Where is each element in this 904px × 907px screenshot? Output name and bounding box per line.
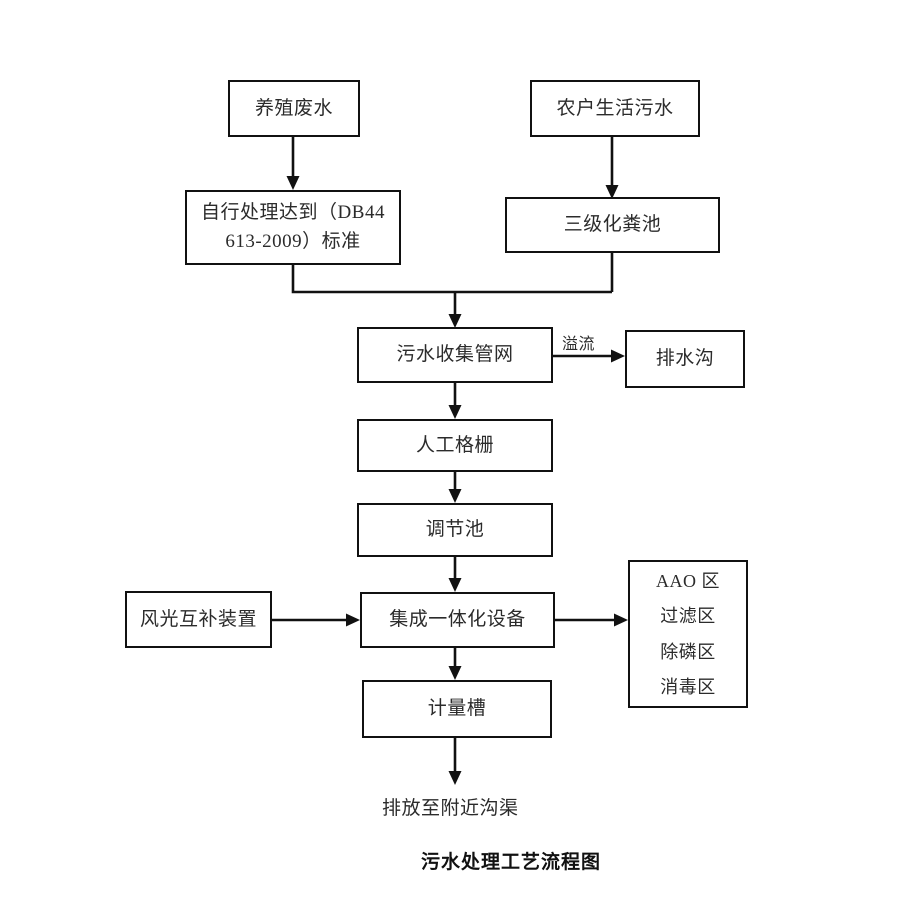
arrowhead-breeding-to-self-treatment [286, 176, 300, 190]
node-treatment-zones[interactable]: AAO 区 过滤区 除磷区 消毒区 [628, 560, 748, 708]
arrowhead-metering-to-discharge [448, 771, 462, 785]
arrowhead-regulating-to-integrated [448, 578, 462, 592]
node-breeding-wastewater-label: 养殖废水 [254, 97, 333, 119]
output-discharge-label: 排放至附近沟渠 [382, 798, 519, 819]
zone-item-filtration: 过滤区 [660, 606, 716, 627]
node-household-sewage-label: 农户生活污水 [556, 97, 674, 119]
edge-label-overflow: 溢流 [562, 336, 596, 353]
node-manual-grille-label: 人工格栅 [415, 434, 494, 456]
node-self-treatment-standard[interactable]: 自行处理达到（DB44 613-2009）标准 [185, 190, 401, 265]
arrowhead-collection-to-grille [448, 405, 462, 419]
node-integrated-equipment[interactable]: 集成一体化设备 [360, 592, 555, 648]
node-metering-tank[interactable]: 计量槽 [362, 680, 552, 738]
node-wind-solar-device-label: 风光互补装置 [139, 608, 257, 630]
node-drainage-ditch[interactable]: 排水沟 [625, 330, 745, 388]
node-self-treatment-line1: 自行处理达到（DB44 [201, 202, 385, 223]
node-manual-grille[interactable]: 人工格栅 [357, 419, 553, 472]
node-collection-network[interactable]: 污水收集管网 [357, 327, 553, 383]
diagram-caption: 污水处理工艺流程图 [421, 852, 602, 873]
zone-item-aao: AAO 区 [656, 571, 720, 592]
zone-item-phosphorus-removal: 除磷区 [660, 641, 716, 662]
node-regulating-tank-label: 调节池 [425, 519, 485, 541]
node-collection-network-label: 污水收集管网 [396, 344, 514, 366]
node-integrated-equipment-label: 集成一体化设备 [389, 609, 526, 631]
node-septic-tank-label: 三级化粪池 [563, 214, 662, 236]
node-breeding-wastewater[interactable]: 养殖废水 [228, 80, 360, 137]
edge-merge-left-branch [291, 265, 612, 294]
node-metering-tank-label: 计量槽 [427, 698, 487, 720]
arrowhead-merge-to-collection [448, 314, 462, 328]
arrowhead-integrated-to-zones [614, 613, 628, 627]
arrowhead-windsolar-to-integrated [346, 613, 360, 627]
zone-item-disinfection: 消毒区 [660, 676, 716, 697]
node-self-treatment-line2: 613-2009）标准 [225, 230, 361, 252]
node-septic-tank[interactable]: 三级化粪池 [505, 197, 720, 253]
node-wind-solar-device[interactable]: 风光互补装置 [125, 591, 272, 648]
node-household-sewage[interactable]: 农户生活污水 [530, 80, 700, 137]
arrowhead-integrated-to-metering [448, 666, 462, 680]
arrowhead-collection-to-ditch [611, 349, 625, 363]
arrowhead-grille-to-regulating [448, 489, 462, 503]
node-drainage-ditch-label: 排水沟 [655, 348, 715, 370]
node-regulating-tank[interactable]: 调节池 [357, 503, 553, 557]
